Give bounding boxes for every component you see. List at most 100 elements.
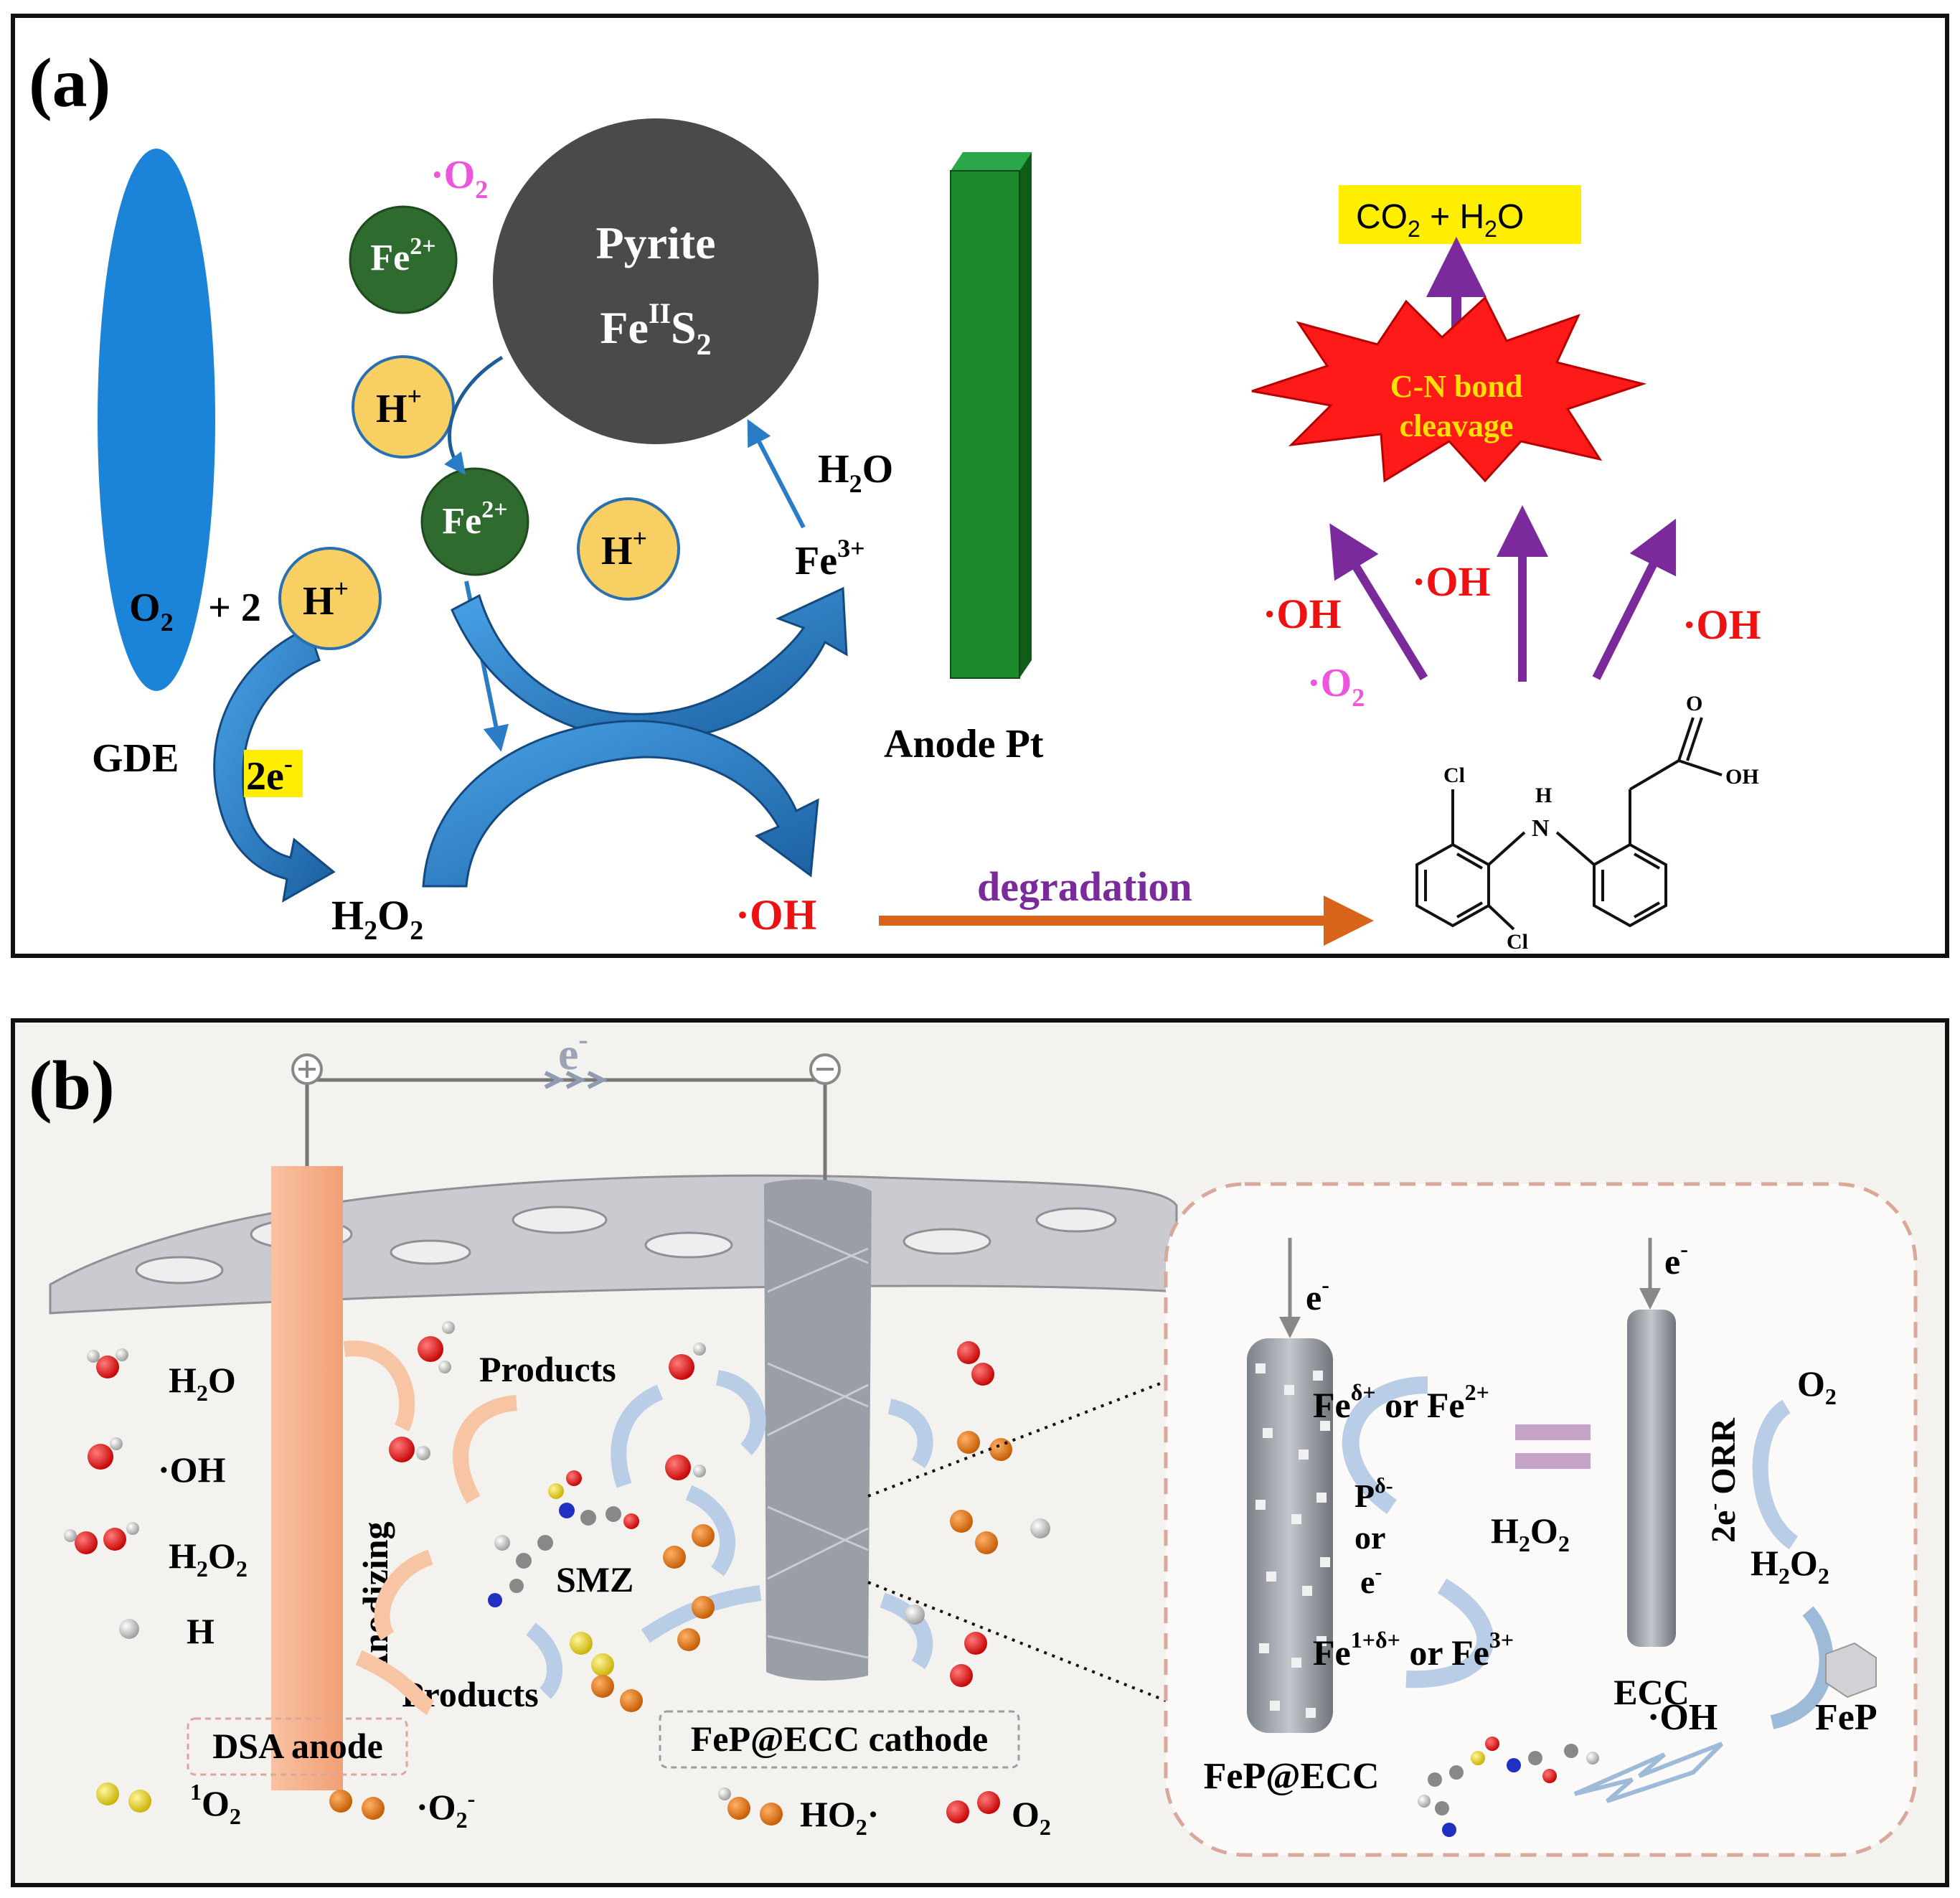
cn-cleavage-line2: cleavage: [1400, 408, 1514, 443]
proton-1-label: H+: [376, 382, 422, 431]
arrow-mol-left: [1329, 523, 1428, 681]
cn-cleavage-starburst: [1251, 296, 1647, 483]
zoom-line-bottom: [867, 1581, 1167, 1702]
anode-pt-side: [1019, 152, 1032, 678]
redox-cycle-arrows: [1342, 1376, 1494, 1688]
legend-singlet-oxygen: 1O2: [190, 1779, 241, 1829]
two-electron-label: 2e-: [246, 749, 293, 799]
equivalence-sign-top: [1515, 1424, 1591, 1440]
products-top-label: Products: [479, 1349, 616, 1389]
proton-2: [577, 497, 680, 601]
h2o2-inset-label: H2O2: [1491, 1511, 1570, 1556]
plus-two: + 2: [208, 586, 261, 630]
cathode-fibers: [767, 1218, 869, 1659]
arrow-pyrite-to-fe2: [444, 355, 504, 476]
reaction-arrows-cathode: [526, 1370, 933, 1699]
zoom-line-top: [867, 1380, 1167, 1498]
co2-h2o-label: CO2 + H2O: [1356, 198, 1524, 242]
oxygen-inset-label: O2: [1797, 1363, 1837, 1409]
pyrite-name: Pyrite: [596, 217, 716, 268]
oxygen-left: O2: [129, 586, 174, 636]
fep-catalysis-arrow: [1770, 1606, 1834, 1729]
legend-hydroxyl: ·OH: [158, 1450, 226, 1490]
anode-pt-top: [951, 152, 1032, 171]
ecc-label: ECC: [1613, 1672, 1690, 1712]
smz-label: SMZ: [556, 1559, 633, 1599]
proton-1: [352, 355, 455, 459]
legend-h2o2: H2O2: [169, 1536, 248, 1582]
big-arrow-h2o2-to-oh: [422, 720, 819, 888]
mol-hydroxyl: OH: [1725, 765, 1759, 789]
mol-nh-nitrogen: N: [1532, 815, 1550, 842]
smz-molecule-inset: [1418, 1737, 1599, 1837]
electron-mid-label: e-: [1360, 1560, 1382, 1600]
hydroxyl-radical-bottom: ·OH: [735, 891, 816, 939]
anode-pt-label: Anode Pt: [884, 722, 1044, 766]
fep-cube: [1825, 1642, 1877, 1699]
legend-hydrogen: H: [187, 1611, 215, 1651]
mol-carbonyl-o: O: [1686, 692, 1702, 715]
h2o2-inset2-label: H2O2: [1751, 1543, 1829, 1589]
mol-chlorine-top: Cl: [1443, 764, 1465, 787]
hydroxyl-radical-r3: ·OH: [1682, 601, 1761, 648]
reaction-molecules: [389, 1321, 1050, 1712]
panel-a-label: (a): [29, 44, 110, 122]
reaction-arrows-anode: [343, 1340, 518, 1715]
fe2-ion-mid-label: Fe2+: [442, 497, 507, 542]
legend-atoms: [64, 1348, 1000, 1826]
orr-arrow: [1752, 1399, 1799, 1550]
dsa-anode: [271, 1166, 343, 1790]
lightning-bolt: [1573, 1742, 1724, 1803]
water-label: H2O: [818, 447, 893, 498]
fep-particles: [1255, 1363, 1330, 1718]
fe2-ion-mid: [420, 467, 529, 576]
h2o2-label: H2O2: [331, 892, 423, 946]
arrow-mol-right: [1592, 518, 1677, 680]
superoxide-radical-top: ·O2: [430, 153, 488, 204]
hydroxyl-inset-label: ·OH: [1647, 1697, 1718, 1738]
dsa-anode-box: [187, 1717, 408, 1776]
arrow-fe3-to-pyrite: [747, 419, 806, 529]
hydroxyl-radical-r2: ·OH: [1412, 558, 1491, 605]
pyrite-particle: [493, 118, 819, 444]
electron-flow-label: e-: [558, 1023, 588, 1079]
pyrite-formula: FeIIS2: [600, 297, 711, 362]
fe2-ion-top: [349, 205, 458, 314]
gde-electrode: [98, 149, 215, 691]
fep-cathode-box: [659, 1710, 1020, 1769]
hydroxyl-radical-r1: ·OH: [1263, 591, 1342, 637]
diclofenac-molecule: [1415, 717, 1723, 931]
ecc-rod: [1627, 1310, 1676, 1647]
proton-3-label: H+: [303, 574, 349, 624]
anode-pt-electrode: [950, 170, 1020, 679]
legend-water: H2O: [169, 1360, 236, 1406]
fe-1delta-label: Fe1+δ+ or Fe3+: [1313, 1627, 1514, 1673]
degradation-label: degradation: [977, 863, 1192, 910]
big-arrow-proton-to-h2o2: [213, 626, 336, 903]
legend-superoxide: ·O2-: [416, 1785, 475, 1833]
inset-electron-2: e-: [1664, 1236, 1688, 1282]
fep-ecc-label: FeP@ECC: [1204, 1756, 1380, 1797]
or-label: or: [1354, 1519, 1385, 1556]
fep-label: FeP: [1815, 1697, 1877, 1738]
inset-box: [1164, 1182, 1918, 1857]
electron-flow-chevrons: [544, 1071, 608, 1089]
fe2-ion-top-label: Fe2+: [370, 233, 435, 278]
mol-nh-hydrogen: H: [1535, 784, 1552, 807]
dsa-anode-label: DSA anode: [212, 1726, 383, 1766]
orr-label: 2e- ORR: [1702, 1417, 1743, 1543]
legend-hydroperoxyl: HO2·: [800, 1794, 879, 1840]
external-circuit-wire: [305, 1078, 827, 1191]
co2-h2o-highlight: [1339, 185, 1581, 244]
fep-ecc-cathode: [764, 1179, 872, 1681]
mol-chlorine-bottom: Cl: [1507, 930, 1528, 954]
two-electron-highlight: [244, 750, 303, 797]
gde-label: GDE: [92, 736, 179, 781]
panel-a: (a) Pyrite FeIIS2 ·O2 Fe2+ H+ Fe2+ H+ H2…: [11, 14, 1949, 958]
fe3-label: Fe3+: [795, 534, 865, 583]
fe-delta-label: Feδ+ or Fe2+: [1313, 1379, 1489, 1425]
foam-pores: [135, 1198, 1117, 1284]
panel-b-label: (b): [29, 1047, 115, 1124]
superoxide-radical-r: ·O2: [1307, 661, 1365, 712]
